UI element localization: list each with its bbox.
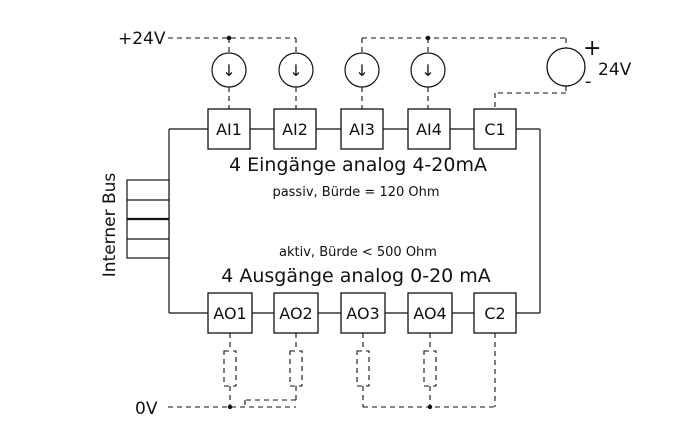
- outputs-title: 4 Ausgänge analog 0-20 mA: [221, 265, 491, 287]
- internal-bus-connector: [126, 179, 170, 259]
- load-ao1: [223, 333, 237, 407]
- input-terminals: [207, 108, 517, 150]
- terminal-ao4: AO4: [413, 304, 446, 323]
- load-ao2: [244, 333, 303, 407]
- outputs-subtitle: aktiv, Bürde < 500 Ohm: [279, 245, 437, 260]
- source-plus-sign: +: [583, 36, 601, 61]
- output-terminals: [207, 292, 517, 334]
- terminal-ao1: AO1: [213, 304, 246, 323]
- source-minus-sign: -: [585, 71, 592, 92]
- terminal-ai3: AI3: [349, 120, 375, 139]
- current-source-ai1: [211, 52, 247, 109]
- terminal-ai2: AI2: [282, 120, 308, 139]
- arrow-down-icon: ↓: [421, 61, 434, 80]
- inputs-subtitle: passiv, Bürde = 120 Ohm: [272, 185, 439, 200]
- ground-rail: [168, 404, 495, 410]
- source-voltage-label: 24V: [598, 60, 632, 80]
- load-ao3: [356, 333, 370, 407]
- external-24v-source: [546, 47, 586, 87]
- bus-label: Interner Bus: [100, 173, 120, 278]
- source-rail: [361, 35, 567, 109]
- terminal-c1: C1: [484, 120, 505, 139]
- current-source-ai2: [278, 52, 314, 109]
- current-source-ai4: [410, 52, 446, 109]
- terminal-ao2: AO2: [279, 304, 312, 323]
- current-sources: [211, 52, 446, 109]
- arrow-down-icon: ↓: [289, 61, 302, 80]
- arrow-down-icon: ↓: [355, 61, 368, 80]
- inputs-title: 4 Eingänge analog 4-20mA: [229, 154, 487, 176]
- ground-rail-label: 0V: [135, 399, 158, 419]
- terminal-ai4: AI4: [416, 120, 442, 139]
- terminal-ao3: AO3: [346, 304, 379, 323]
- output-loads: [223, 333, 496, 407]
- load-ao4: [423, 333, 437, 407]
- supply-rail-label: +24V: [118, 29, 166, 49]
- current-arrow-icons: ↓ ↓ ↓ ↓: [222, 61, 434, 80]
- current-source-ai3: [344, 52, 380, 109]
- terminal-c2: C2: [484, 304, 505, 323]
- arrow-down-icon: ↓: [222, 61, 235, 80]
- supply-rail: [168, 35, 297, 52]
- terminal-ai1: AI1: [216, 120, 242, 139]
- module-outline: [168, 128, 541, 314]
